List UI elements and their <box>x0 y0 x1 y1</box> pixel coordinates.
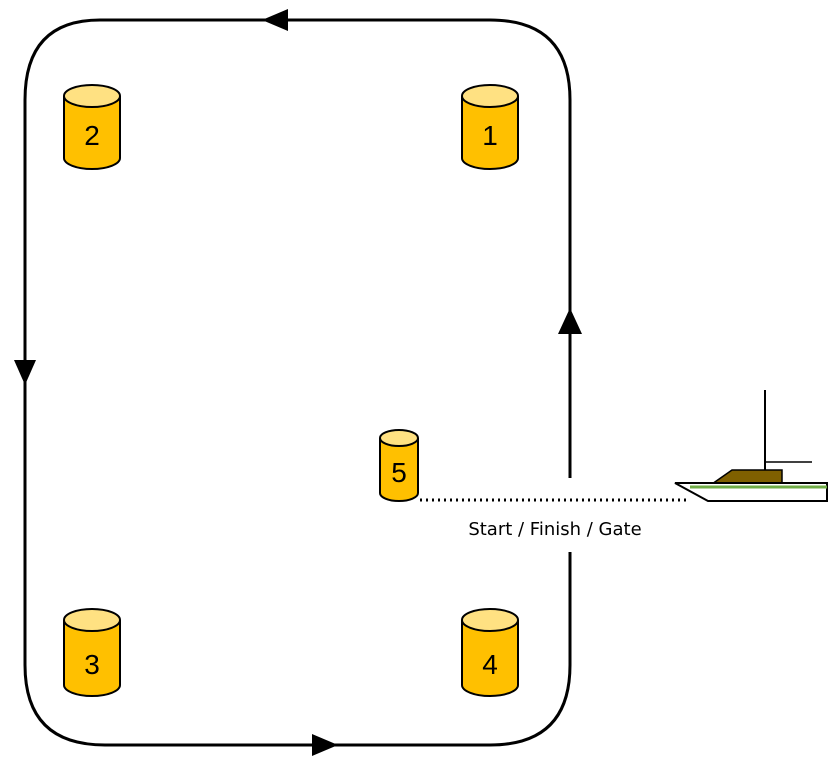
buoy-icon <box>63 96 121 170</box>
course-path <box>23 18 572 747</box>
arrow-icon <box>558 308 582 334</box>
buoy-icon <box>461 620 519 697</box>
gate-label: Start / Finish / Gate <box>468 519 641 540</box>
arrow-icon <box>312 734 338 756</box>
buoy-number: 5 <box>391 457 407 488</box>
buoy-icon <box>461 96 519 170</box>
arrow-icon <box>262 9 288 31</box>
arrow-icon <box>14 360 36 385</box>
buoy-1: 1 <box>461 84 519 170</box>
buoy-2: 2 <box>63 84 121 170</box>
boat-cabin <box>709 469 783 485</box>
buoy-number: 4 <box>482 649 498 680</box>
buoy-number: 2 <box>84 120 100 151</box>
buoy-5: 5 <box>379 429 419 502</box>
buoy-3: 3 <box>63 608 121 697</box>
buoy-number: 1 <box>482 120 498 151</box>
buoy-icon <box>379 438 419 502</box>
buoy-number: 3 <box>84 649 100 680</box>
boat-icon <box>674 390 828 502</box>
buoy-4: 4 <box>461 608 519 697</box>
buoy-icon <box>63 620 121 697</box>
